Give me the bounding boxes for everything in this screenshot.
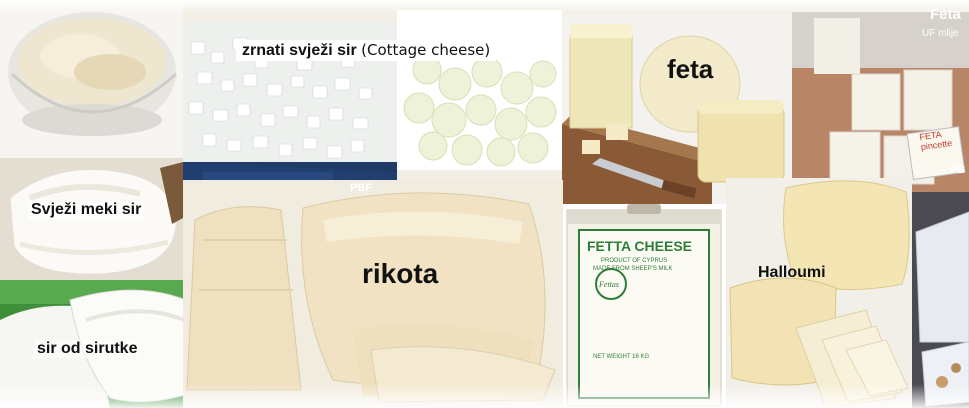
feta-label: feta <box>667 54 714 84</box>
white-cheese-photo <box>912 192 969 408</box>
halloumi-photo <box>726 178 912 408</box>
ricotta-label: rikota <box>362 258 439 289</box>
pbf-credit-cottage: PBF <box>350 182 372 194</box>
halloumi-label: Halloumi <box>758 264 826 281</box>
feta-corner-label: Feta <box>930 6 961 23</box>
tin-weight: NET WEIGHT 16 KG <box>593 354 650 360</box>
whey-cheese-label: sir od sirutke <box>34 340 141 358</box>
cottage-closeup-photo <box>397 10 562 170</box>
bowl-cheese-photo <box>0 0 183 158</box>
tin-logo: Fettas <box>599 280 619 289</box>
ricotta-photo <box>183 180 563 408</box>
cottage-cheese-label-paren: (Cottage cheese) <box>361 41 491 59</box>
tin-title: FETTA CHEESE <box>587 238 693 254</box>
feta-tin-photo: FETTA CHEESE PRODUCT OF CYPRUS MADE FROM… <box>563 204 726 408</box>
feta-board-photo <box>562 14 792 204</box>
uf-corner-label: UF mlije <box>922 28 959 39</box>
feta-slabs-photo: FETA pincette <box>792 12 969 192</box>
tin-line1: PRODUCT OF CYPRUS <box>601 258 668 264</box>
soft-fresh-cheese-label: Svježi meki sir <box>28 201 145 219</box>
pbf-credit-feta: PB <box>950 164 966 176</box>
cottage-cheese-label-main: zrnati svježi sir <box>242 42 357 59</box>
cottage-cheese-label: zrnati svježi sir (Cottage cheese) <box>236 40 497 61</box>
tin-line2: MADE FROM SHEEP'S MILK <box>593 266 673 272</box>
soft-fresh-cheese-photo <box>0 158 183 280</box>
